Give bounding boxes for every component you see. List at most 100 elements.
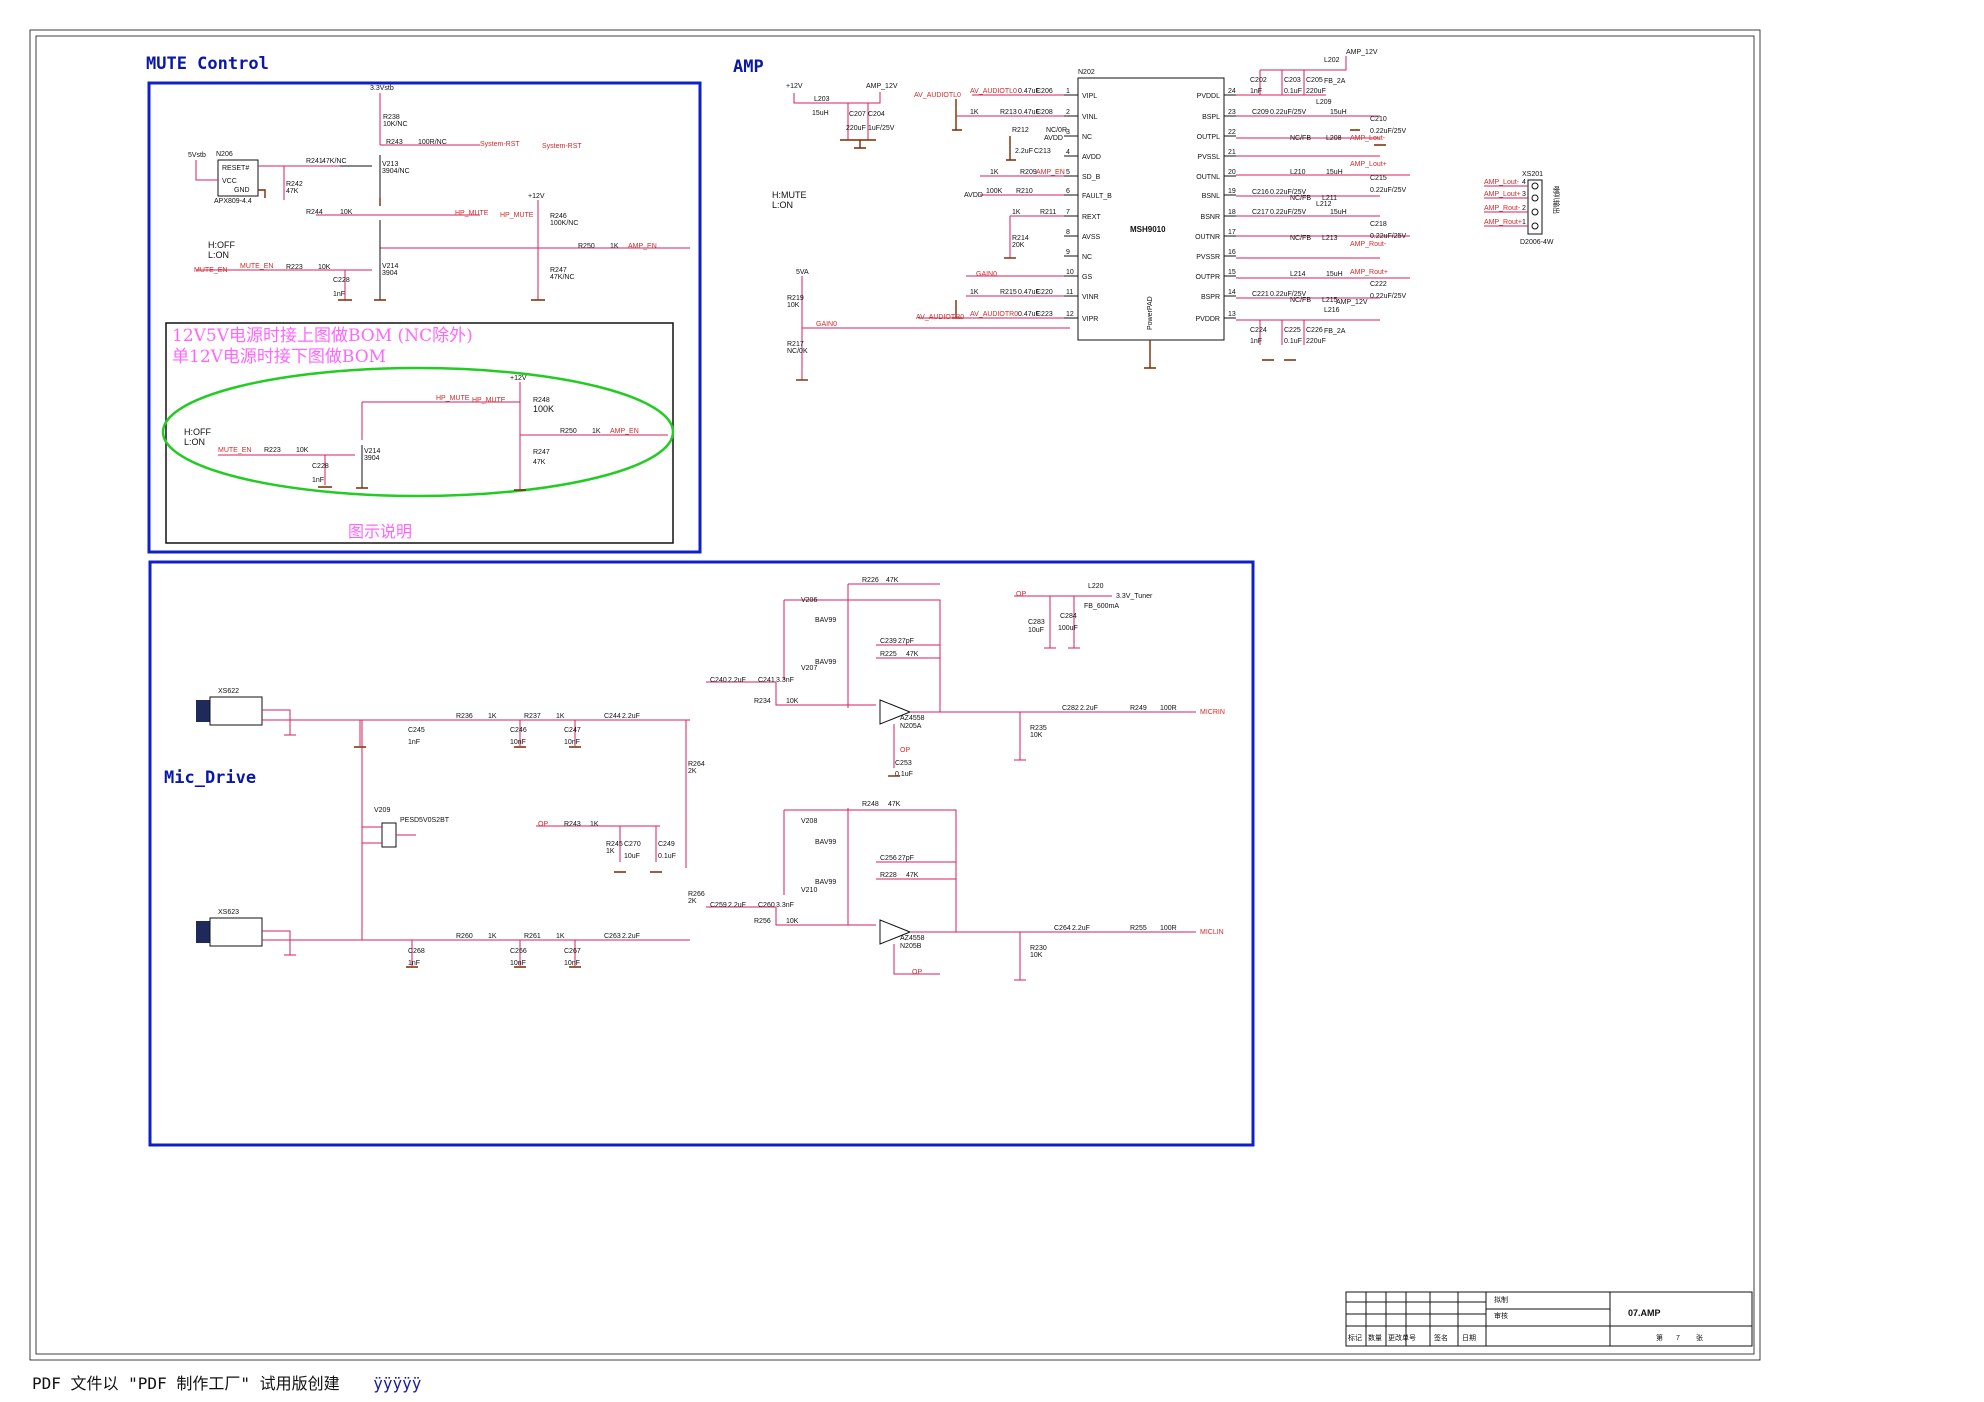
svg-text:0.47uF: 0.47uF — [1018, 109, 1040, 116]
svg-text:1K: 1K — [1012, 209, 1021, 216]
svg-text:AMP_EN: AMP_EN — [628, 243, 657, 250]
connector-pin-num: 1 — [1522, 219, 1526, 226]
svg-text:PESD5V0S2BT: PESD5V0S2BT — [400, 817, 450, 824]
svg-text:27pF: 27pF — [898, 855, 914, 862]
chip-pin-right: PVSSL — [1197, 154, 1220, 161]
svg-text:10nF: 10nF — [564, 739, 580, 746]
footer-link[interactable]: ÿÿÿÿÿ — [373, 1374, 422, 1393]
svg-text:0.47uF: 0.47uF — [1018, 311, 1040, 318]
svg-text:C264: C264 — [1054, 925, 1071, 932]
chip-pin-num: 12 — [1066, 311, 1074, 318]
svg-text:HP_MUTE: HP_MUTE — [472, 397, 506, 404]
svg-text:AZ4558: AZ4558 — [900, 935, 925, 942]
svg-text:C241: C241 — [758, 677, 775, 684]
svg-text:1K: 1K — [990, 169, 999, 176]
svg-text:100R/NC: 100R/NC — [418, 139, 447, 146]
svg-text:AMP_12V: AMP_12V — [1336, 299, 1368, 306]
svg-text:1nF: 1nF — [1250, 338, 1262, 345]
svg-text:V214: V214 — [382, 263, 398, 270]
svg-text:C202: C202 — [1250, 77, 1267, 84]
svg-text:日期: 日期 — [1462, 1334, 1476, 1342]
svg-text:HP_MUTE: HP_MUTE — [436, 395, 470, 402]
svg-text:0.1uF: 0.1uF — [1284, 88, 1302, 95]
svg-text:C226: C226 — [1306, 327, 1323, 334]
svg-text:拟制: 拟制 — [1494, 1295, 1508, 1304]
svg-text:L216: L216 — [1324, 307, 1340, 314]
amp-circuit: +12V AMP_12V L203 15uH C207 220uF C204 1… — [772, 49, 1561, 381]
amp-title: AMP — [733, 57, 764, 77]
svg-text:10nF: 10nF — [564, 960, 580, 967]
svg-text:FB_2A: FB_2A — [1324, 328, 1346, 335]
svg-text:10K: 10K — [340, 209, 353, 216]
svg-text:1K: 1K — [556, 713, 565, 720]
svg-text:C249: C249 — [658, 841, 675, 848]
svg-text:2.2uF: 2.2uF — [1072, 925, 1090, 932]
chip-pin-right: OUTPL — [1197, 134, 1220, 141]
svg-text:L202: L202 — [1324, 57, 1340, 64]
svg-text:OP: OP — [900, 747, 910, 754]
svg-text:BAV99: BAV99 — [815, 879, 836, 886]
svg-text:0.1uF: 0.1uF — [895, 771, 913, 778]
svg-text:MUTE_EN: MUTE_EN — [240, 263, 273, 270]
svg-text:C256: C256 — [880, 855, 897, 862]
svg-text:10K: 10K — [1030, 732, 1043, 739]
chip-pin-num: 7 — [1066, 209, 1070, 216]
svg-text:R241: R241 — [306, 158, 323, 165]
svg-text:C216: C216 — [1252, 189, 1269, 196]
svg-text:C205: C205 — [1306, 77, 1323, 84]
connector-pin-label: AMP_Rout- — [1484, 205, 1521, 212]
chip-pin-right: BSPL — [1202, 114, 1220, 121]
chip-pin-num: 2 — [1066, 109, 1070, 116]
chip-pin-left: AVDD — [1082, 154, 1101, 161]
svg-text:+12V: +12V — [786, 83, 803, 90]
chip-pin-right: PVDDR — [1195, 316, 1220, 323]
svg-text:GND: GND — [234, 187, 250, 194]
footer-text: PDF 文件以 "PDF 制作工厂" 试用版创建 — [32, 1374, 340, 1393]
svg-text:L213: L213 — [1322, 235, 1338, 242]
svg-text:220uF: 220uF — [846, 125, 866, 132]
svg-text:R223: R223 — [286, 264, 303, 271]
svg-text:1nF: 1nF — [312, 477, 324, 484]
svg-text:47K/NC: 47K/NC — [322, 158, 347, 165]
svg-text:C246: C246 — [510, 727, 527, 734]
svg-text:0.47uF: 0.47uF — [1018, 88, 1040, 95]
chip-pin-right: OUTPR — [1196, 274, 1221, 281]
chip-pin-num: 9 — [1066, 249, 1070, 256]
svg-text:NC/FB: NC/FB — [1290, 297, 1311, 304]
svg-text:2.2uF: 2.2uF — [728, 902, 746, 909]
svg-text:3904: 3904 — [364, 455, 380, 462]
chip-pin-left: NC — [1082, 254, 1092, 261]
svg-text:15uH: 15uH — [1326, 169, 1343, 176]
svg-text:C244: C244 — [604, 713, 621, 720]
connector-pin-num: 3 — [1522, 191, 1526, 198]
svg-text:15uH: 15uH — [812, 110, 829, 117]
svg-text:R228: R228 — [880, 872, 897, 879]
chip-pin-left: AVSS — [1082, 234, 1100, 241]
chip-pin-num: 24 — [1228, 88, 1236, 95]
svg-text:C228: C228 — [333, 277, 350, 284]
svg-text:0.47uF: 0.47uF — [1018, 289, 1040, 296]
svg-text:100K: 100K — [533, 404, 554, 414]
svg-text:C263: C263 — [604, 933, 621, 940]
svg-text:1K: 1K — [488, 933, 497, 940]
svg-text:R230: R230 — [1030, 945, 1047, 952]
svg-text:H:OFF: H:OFF — [208, 240, 235, 250]
svg-text:C225: C225 — [1284, 327, 1301, 334]
chip-pin-left: GS — [1082, 274, 1092, 281]
connector-pin-label: AMP_Lout- — [1484, 179, 1520, 186]
svg-text:1K: 1K — [488, 713, 497, 720]
svg-text:R213: R213 — [1000, 109, 1017, 116]
svg-text:C282: C282 — [1062, 705, 1079, 712]
svg-text:C267: C267 — [564, 948, 581, 955]
svg-text:NC/FB: NC/FB — [1290, 235, 1311, 242]
svg-text:47K/NC: 47K/NC — [550, 274, 575, 281]
chip-pin-num: 22 — [1228, 129, 1236, 136]
svg-text:20K: 20K — [1012, 242, 1025, 249]
mute-control-box — [147, 81, 702, 554]
chip-pin-right: BSPR — [1201, 294, 1220, 301]
svg-text:GAIN0: GAIN0 — [816, 321, 837, 328]
svg-text:7: 7 — [1676, 1335, 1680, 1342]
connector-pin-num: 4 — [1522, 179, 1526, 186]
svg-text:1K: 1K — [606, 848, 615, 855]
svg-text:L:ON: L:ON — [772, 200, 793, 210]
